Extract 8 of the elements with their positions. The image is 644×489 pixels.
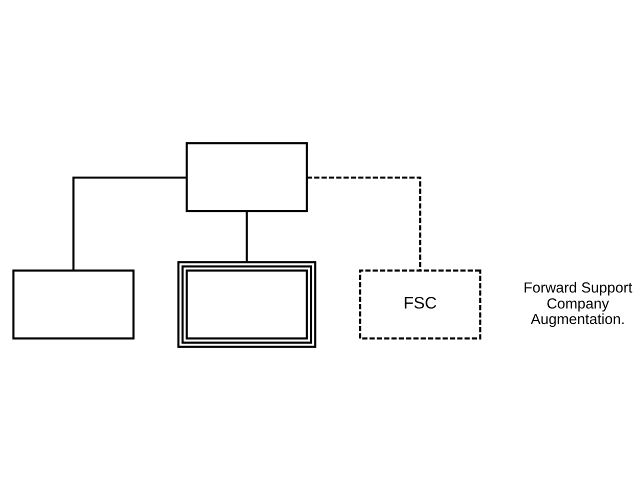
connector: [306, 176, 422, 270]
node-box: FSC: [359, 269, 482, 340]
node-box: [177, 260, 316, 348]
connector: [246, 210, 248, 262]
node-box: [186, 142, 308, 212]
node-label: Forward Support Company Augmentation.: [523, 280, 632, 328]
node-box: [12, 269, 135, 340]
connector: [72, 176, 187, 270]
